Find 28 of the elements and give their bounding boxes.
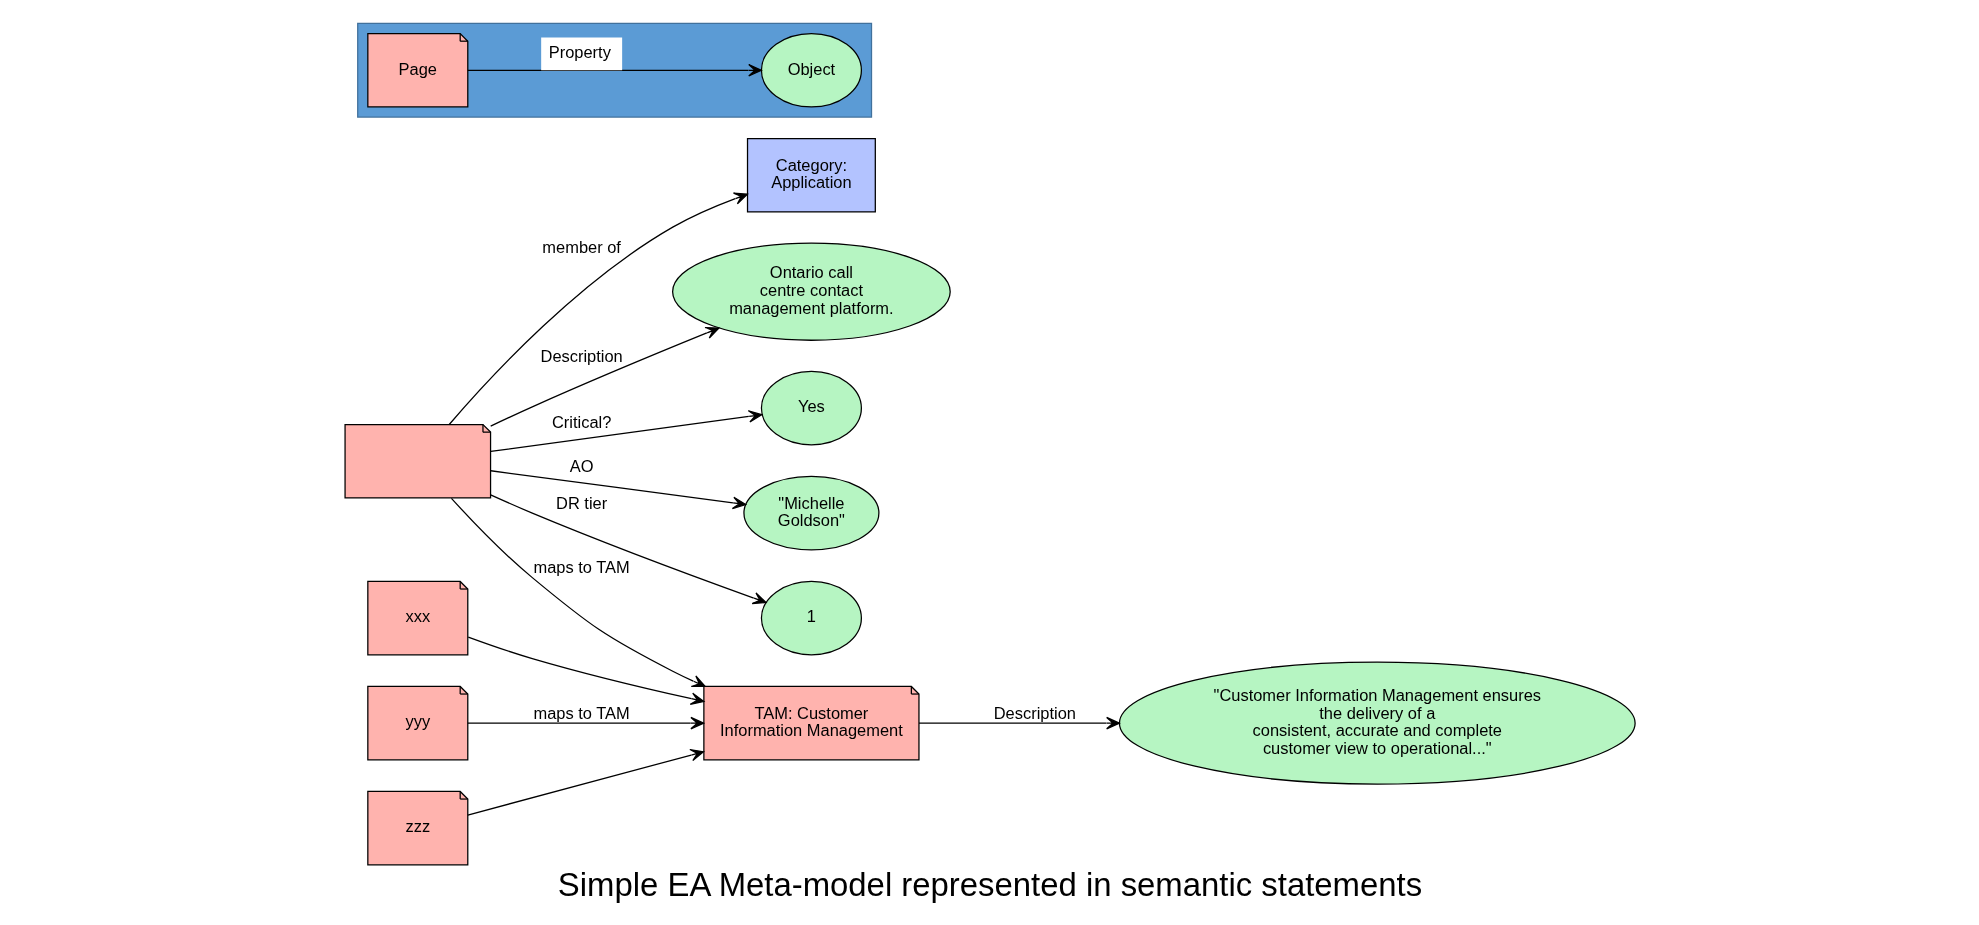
node-ellipse: 1: [760, 580, 862, 656]
arrow: [489, 410, 762, 453]
caption: Simple EA Meta-model represented in semantic statements: [557, 866, 1422, 904]
edge-label: Description: [540, 346, 623, 365]
arrow: [489, 494, 767, 605]
arrow: [466, 716, 704, 730]
arrow: [448, 192, 748, 426]
edge-label: DR tier: [555, 493, 607, 512]
arrow: [917, 716, 1120, 730]
arrow: [450, 497, 706, 688]
arrow: [466, 63, 762, 77]
node-box: Category: Application: [746, 137, 876, 213]
node-ellipse: "Customer Information Management ensures the delivery of a consistent, accurate and complete customer view to operational...": [1118, 661, 1636, 785]
edge-label: Critical?: [551, 412, 611, 431]
node-ellipse: "Michelle Goldson": [742, 475, 880, 551]
arrow: [467, 636, 704, 705]
edge-label: Property: [548, 43, 611, 62]
arrow: [466, 748, 704, 816]
node-ellipse: Yes: [760, 370, 862, 446]
arrow: [489, 470, 746, 510]
cluster: [356, 22, 872, 118]
arrow: [489, 326, 720, 427]
edge-label: AO: [569, 456, 594, 475]
edge-label: member of: [541, 237, 621, 256]
edge-label: maps to TAM: [533, 703, 630, 722]
edge-label: maps to TAM: [533, 558, 630, 577]
node-ellipse: Object: [760, 32, 862, 108]
edge-label: Description: [993, 703, 1076, 722]
